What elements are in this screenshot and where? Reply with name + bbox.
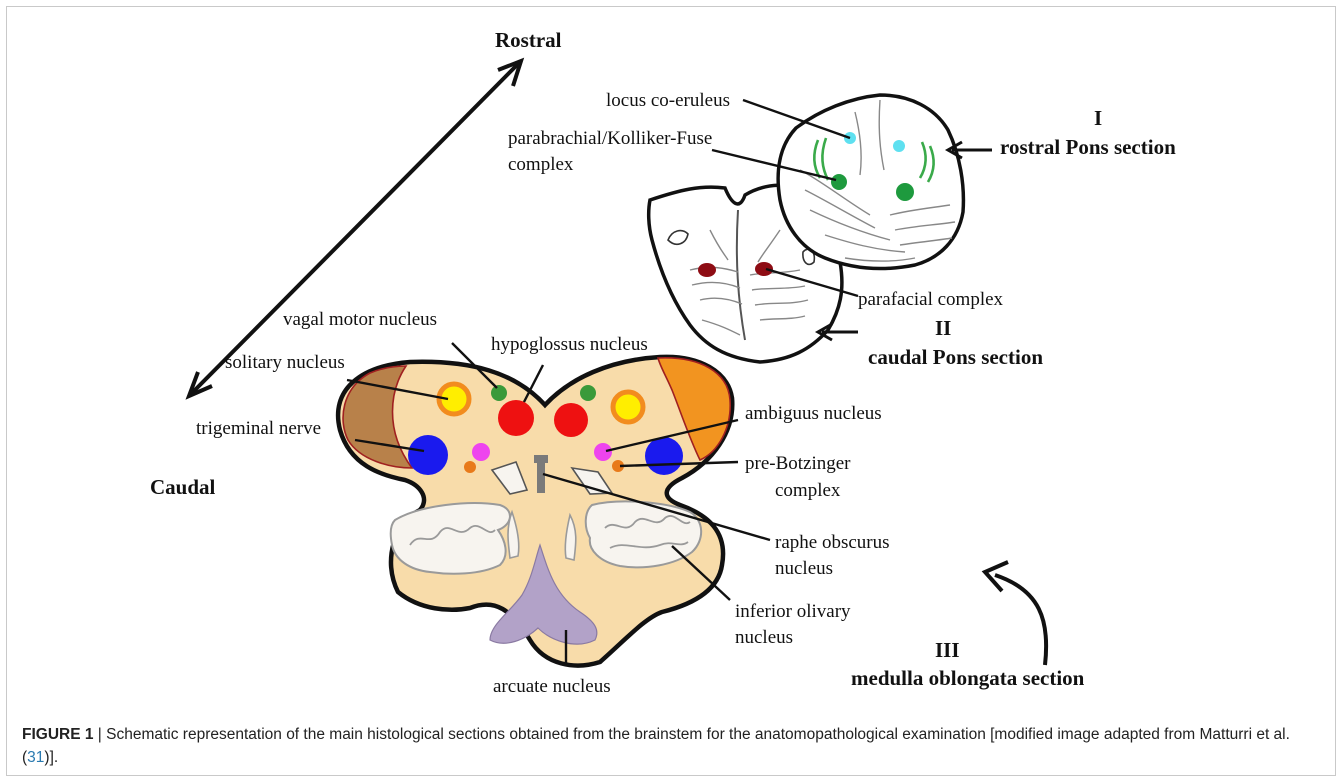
solitary-label: solitary nucleus (225, 352, 345, 373)
solitary-nucleus-right (613, 392, 643, 422)
ambiguus-label: ambiguus nucleus (745, 403, 882, 424)
hypoglossus-label: hypoglossus nucleus (491, 334, 648, 355)
trigeminal-label: trigeminal nerve (196, 418, 321, 439)
ambiguus-nucleus-left (472, 443, 490, 461)
curved-arrow (985, 562, 1046, 665)
hypoglossus-nucleus-right (554, 403, 588, 437)
olivary-region-left (391, 503, 510, 574)
caption-separator: | (93, 726, 106, 743)
olivary-label-line2: nucleus (735, 627, 793, 648)
section-3-name: medulla oblongata section (851, 666, 1085, 690)
vagal-nucleus-right (580, 385, 596, 401)
olivary-label-line1: inferior olivary (735, 601, 851, 622)
rostral-label: Rostral (495, 28, 562, 52)
rostral-pons-outline (778, 95, 963, 269)
hypoglossus-nucleus-left (498, 400, 534, 436)
parabrachial-label-line1: parabrachial/Kolliker-Fuse (508, 128, 712, 149)
trigeminal-nerve-left (408, 435, 448, 475)
raphe-label-line2: nucleus (775, 558, 833, 579)
figure-label: FIGURE 1 (22, 726, 93, 743)
section-2-name: caudal Pons section (868, 345, 1043, 369)
parafacial-label: parafacial complex (858, 289, 1004, 310)
section-3-number: III (935, 638, 960, 662)
prebotzinger-label-line2: complex (775, 480, 841, 501)
raphe-obscurus-cap (534, 455, 548, 463)
caudal-label: Caudal (150, 475, 216, 499)
brainstem-diagram: Rostral Caudal (0, 0, 1344, 700)
vagal-label: vagal motor nucleus (283, 309, 437, 330)
figure-caption: FIGURE 1 | Schematic representation of t… (22, 723, 1322, 769)
raphe-label-line1: raphe obscurus (775, 532, 890, 553)
vagal-nucleus-left (491, 385, 507, 401)
trigeminal-nerve-right (645, 437, 683, 475)
locus-coeruleus-label: locus co-eruleus (606, 90, 730, 111)
caption-end: )]. (44, 749, 58, 766)
section-1-name: rostral Pons section (1000, 135, 1176, 159)
parafacial-dot-right (755, 262, 773, 276)
arcuate-label: arcuate nucleus (493, 676, 611, 697)
parabrachial-dot-right (896, 183, 914, 201)
section-1-number: I (1094, 106, 1102, 130)
parafacial-dot-left (698, 263, 716, 277)
parabrachial-dot-left (831, 174, 847, 190)
locus-coeruleus-dot-right (893, 140, 905, 152)
caption-text: Schematic representation of the main his… (22, 726, 1290, 766)
reference-link[interactable]: 31 (27, 749, 44, 766)
axis-line (192, 64, 518, 393)
parabrachial-label-line2: complex (508, 154, 574, 175)
prebotzinger-label-line1: pre-Botzinger (745, 453, 851, 474)
rostral-caudal-axis (189, 61, 521, 396)
rostral-pons-section (778, 95, 963, 269)
section-2-number: II (935, 316, 951, 340)
prebotzinger-left (464, 461, 476, 473)
ambiguus-nucleus-right (594, 443, 612, 461)
